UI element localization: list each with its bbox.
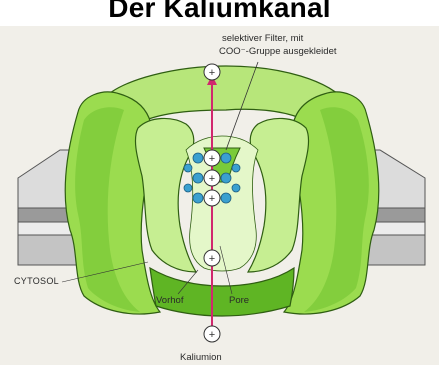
carboxylate-group-icon bbox=[221, 153, 231, 163]
carboxylate-group-icon bbox=[184, 184, 192, 192]
potassium-ion-icon: + bbox=[204, 64, 220, 80]
potassium-ion-icon: + bbox=[204, 190, 220, 206]
ion-plus: + bbox=[209, 193, 215, 205]
carboxylate-group-icon bbox=[184, 164, 192, 172]
page-title: Der Kaliumkanal bbox=[0, 0, 439, 24]
label-coo-group: COO⁻-Gruppe ausgekleidet bbox=[219, 46, 337, 57]
carboxylate-group-icon bbox=[193, 193, 203, 203]
ion-plus: + bbox=[209, 329, 215, 341]
carboxylate-group-icon bbox=[232, 164, 240, 172]
potassium-ion-icon: + bbox=[204, 326, 220, 342]
label-kaliumion: Kaliumion bbox=[180, 352, 222, 363]
potassium-ion-icon: + bbox=[204, 250, 220, 266]
label-cytosol: CYTOSOL bbox=[14, 276, 59, 287]
label-vorhof: Vorhof bbox=[156, 295, 183, 306]
carboxylate-group-icon bbox=[193, 173, 203, 183]
potassium-ion-icon: + bbox=[204, 150, 220, 166]
label-selective-filter: selektiver Filter, mit bbox=[222, 33, 303, 44]
potassium-ion-icon: + bbox=[204, 170, 220, 186]
ion-plus: + bbox=[209, 153, 215, 165]
carboxylate-group-icon bbox=[221, 193, 231, 203]
carboxylate-group-icon bbox=[232, 184, 240, 192]
ion-plus: + bbox=[209, 67, 215, 79]
ion-plus: + bbox=[209, 253, 215, 265]
label-pore: Pore bbox=[229, 295, 249, 306]
ion-plus: + bbox=[209, 173, 215, 185]
carboxylate-group-icon bbox=[221, 173, 231, 183]
carboxylate-group-icon bbox=[193, 153, 203, 163]
